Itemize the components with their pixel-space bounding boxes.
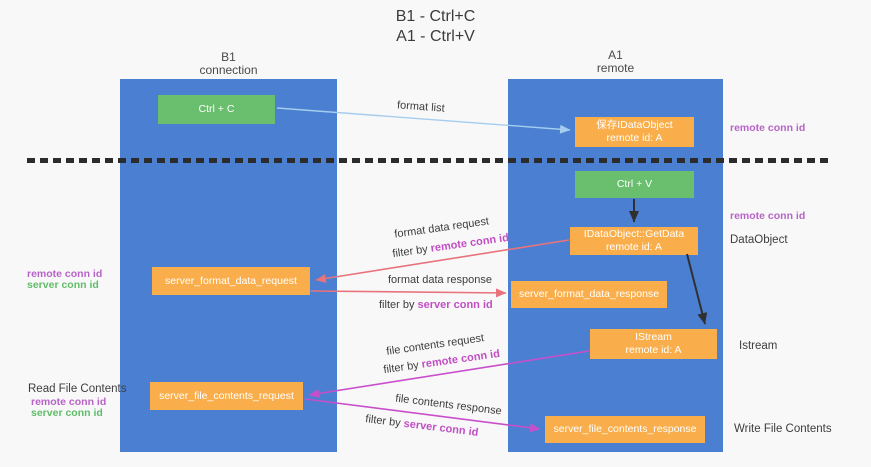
node-idataobject-getdata: IDataObject::GetData remote id: A bbox=[570, 227, 698, 255]
node-ctrl-v: Ctrl + V bbox=[575, 171, 694, 198]
node-server-file-contents-request-label: server_file_contents_request bbox=[159, 389, 294, 402]
phase-divider-dashed-line bbox=[27, 158, 833, 163]
annotation-remote-conn-id-left-1: remote conn id bbox=[27, 268, 103, 280]
annotation-istream: Istream bbox=[739, 340, 778, 352]
node-ctrl-c-label: Ctrl + C bbox=[198, 103, 235, 115]
lane-b1-name: B1 bbox=[221, 50, 236, 64]
node-server-format-data-request: server_format_data_request bbox=[152, 267, 310, 295]
node-save-idataobject: 保存IDataObject remote id: A bbox=[575, 117, 694, 147]
annotation-remote-conn-id-top: remote conn id bbox=[730, 122, 806, 134]
title-line-2: A1 - Ctrl+V bbox=[396, 28, 475, 45]
annotation-remote-conn-id-mid: remote conn id bbox=[730, 210, 806, 222]
node-save-idataobject-line2: remote id: A bbox=[606, 132, 663, 144]
node-server-format-data-response: server_format_data_response bbox=[511, 281, 667, 308]
node-server-file-contents-response-label: server_file_contents_response bbox=[553, 423, 697, 435]
filter-remote-conn-id-text: remote conn id bbox=[429, 231, 510, 255]
node-save-idataobject-line1: 保存IDataObject bbox=[596, 119, 673, 131]
lane-b1-role: connection bbox=[199, 63, 258, 77]
node-ctrl-c: Ctrl + C bbox=[158, 95, 275, 124]
node-istream: IStream remote id: A bbox=[590, 329, 717, 359]
node-istream-line1: IStream bbox=[635, 331, 672, 343]
annotation-remote-conn-id-left-2: remote conn id bbox=[31, 396, 107, 408]
filter-by-text: filter by bbox=[364, 413, 402, 430]
annotation-read-file-contents: Read File Contents bbox=[28, 383, 127, 395]
edge-label-file-contents-response: file contents response bbox=[394, 392, 503, 418]
arrow-format-data-response bbox=[310, 288, 507, 298]
node-server-format-data-response-label: server_format_data_response bbox=[518, 288, 660, 300]
filter-by-text: filter by bbox=[382, 359, 420, 377]
edge-label-format-list: format list bbox=[396, 99, 446, 115]
filter-server-conn-id-text: server conn id bbox=[417, 299, 493, 311]
edge-label-file-contents-response-filter: filter by server conn id bbox=[365, 413, 479, 439]
edge-label-format-data-response-filter: filter by server conn id bbox=[379, 299, 493, 311]
lane-header-b1: B1 connection bbox=[120, 51, 337, 77]
node-idataobject-getdata-line1: IDataObject::GetData bbox=[583, 228, 685, 240]
annotation-server-conn-id-left-1: server conn id bbox=[27, 279, 99, 291]
filter-server-conn-id-text: server conn id bbox=[402, 417, 480, 439]
node-istream-line2: remote id: A bbox=[625, 344, 682, 356]
diagram-title: B1 - Ctrl+C A1 - Ctrl+V bbox=[0, 7, 871, 47]
annotation-server-conn-id-left-2: server conn id bbox=[31, 407, 103, 419]
filter-by-text: filter by bbox=[391, 243, 429, 261]
title-line-1: B1 - Ctrl+C bbox=[395, 8, 476, 25]
lane-a1-name: A1 bbox=[608, 48, 623, 62]
lane-a1-role: remote bbox=[596, 61, 635, 75]
lane-header-a1: A1 remote bbox=[508, 49, 723, 75]
edge-label-format-data-response: format data response bbox=[388, 274, 492, 286]
node-idataobject-getdata-line2: remote id: A bbox=[605, 241, 663, 253]
node-ctrl-v-label: Ctrl + V bbox=[616, 178, 653, 190]
node-server-format-data-request-label: server_format_data_request bbox=[165, 274, 297, 287]
node-server-file-contents-response: server_file_contents_response bbox=[545, 416, 705, 443]
node-server-file-contents-request: server_file_contents_request bbox=[150, 382, 303, 410]
annotation-dataobject: DataObject bbox=[730, 234, 788, 246]
filter-by-text: filter by bbox=[379, 299, 415, 311]
annotation-write-file-contents: Write File Contents bbox=[734, 423, 832, 435]
